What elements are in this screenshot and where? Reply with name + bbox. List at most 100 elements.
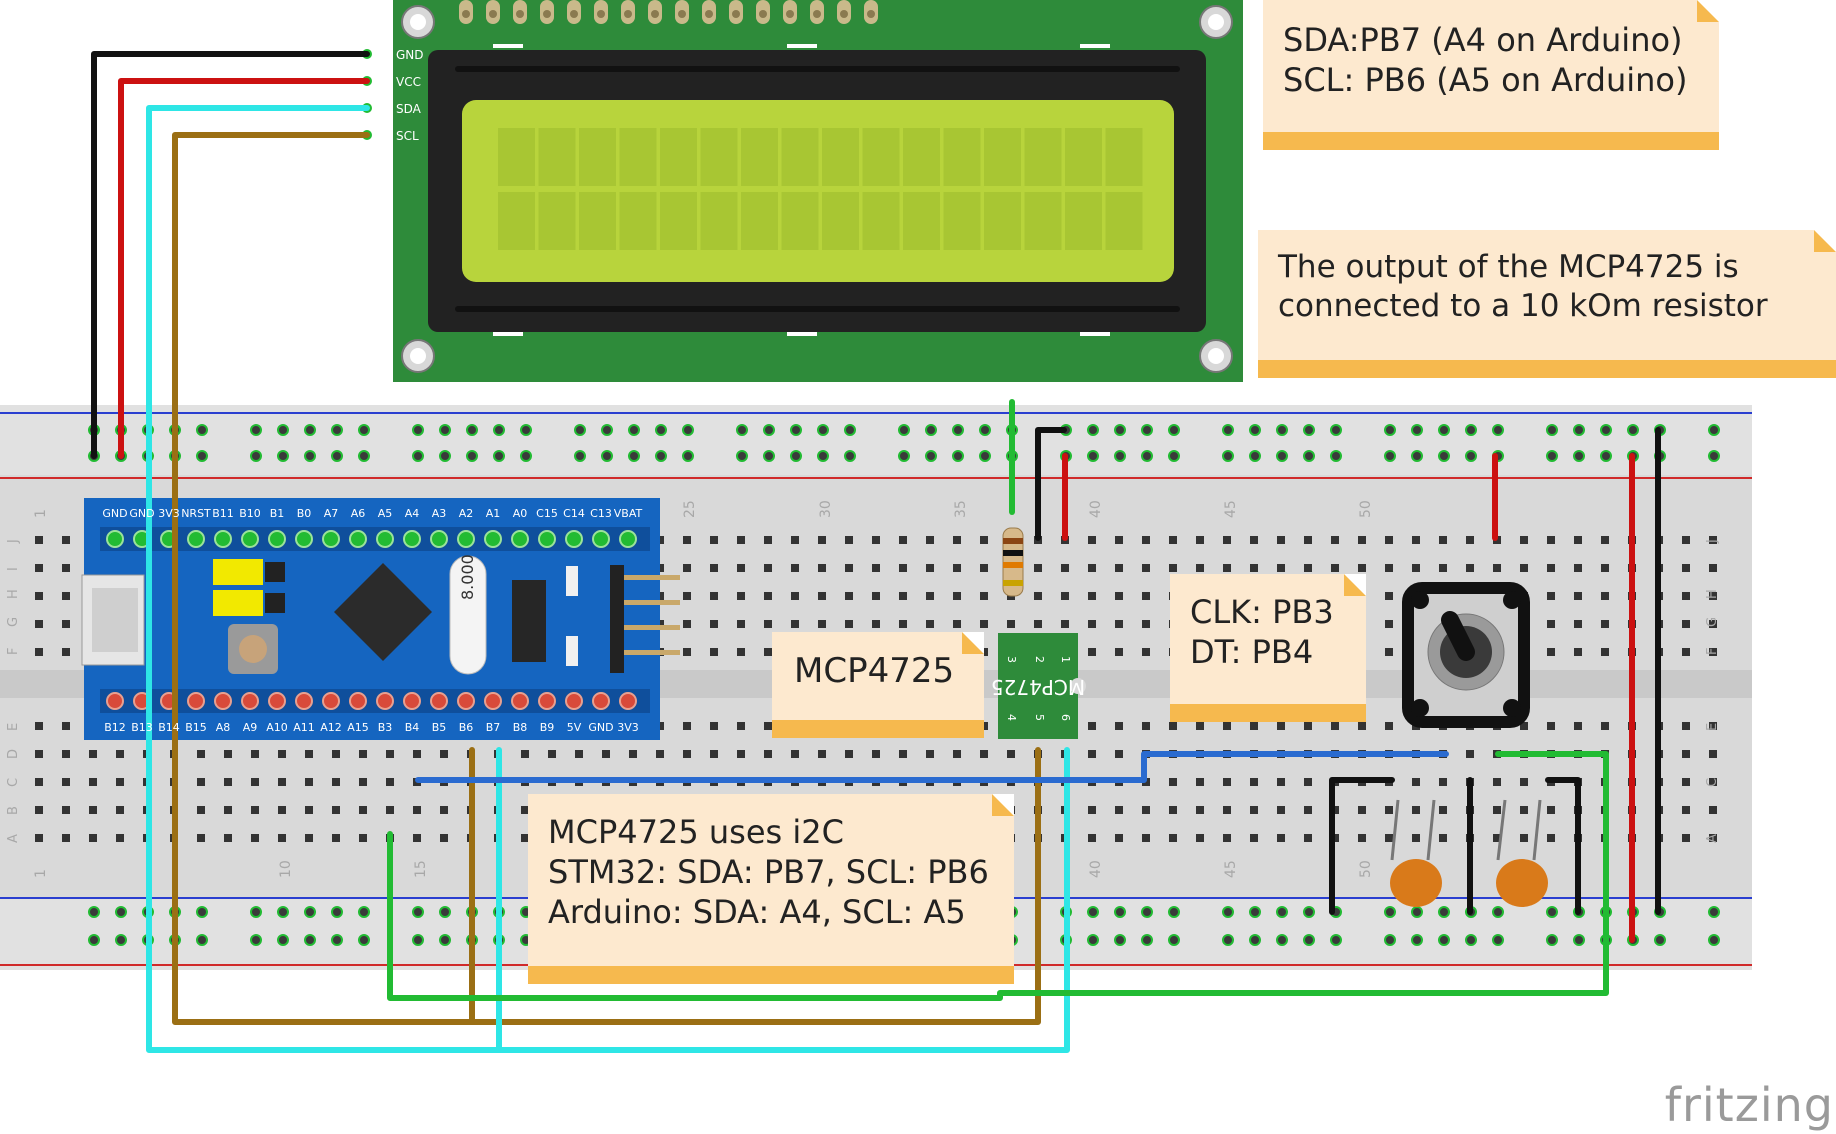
breadboard-hole — [980, 620, 988, 628]
lcd-cell — [1024, 192, 1062, 250]
breadboard-hole — [440, 750, 448, 758]
breadboard-hole — [224, 806, 232, 814]
breadboard-hole — [1574, 536, 1582, 544]
mcp4725-pin-4: 4 — [1005, 714, 1018, 721]
breadboard-hole — [872, 620, 880, 628]
breadboard-hole — [1088, 722, 1096, 730]
breadboard-hole — [197, 806, 205, 814]
breadboard-hole — [1439, 778, 1447, 786]
rail-hole — [952, 450, 964, 462]
breadboard-hole — [35, 536, 43, 544]
resistor-10k — [1002, 527, 1024, 597]
rail-hole — [1222, 934, 1234, 946]
lcd-header-pin-hole — [543, 10, 551, 18]
col-number-bottom-50: 50 — [1358, 860, 1374, 878]
stm32-top-pin-label: C13 — [590, 507, 612, 520]
breadboard-hole — [980, 564, 988, 572]
lcd-cell — [822, 192, 859, 250]
wire-encoder-clk — [387, 751, 1609, 1001]
stm32-top-pin-label: A6 — [351, 507, 366, 520]
lcd-header-pin-hole — [624, 10, 632, 18]
lcd-cell — [538, 192, 576, 250]
breadboard-hole — [359, 834, 367, 842]
breadboard-hole — [899, 564, 907, 572]
mcp4725-notch — [1070, 678, 1086, 694]
stm32-bottom-pin-label: B6 — [459, 721, 474, 734]
breadboard-hole — [1682, 592, 1690, 600]
breadboard-hole — [1142, 620, 1150, 628]
col-number-top-30: 30 — [818, 500, 834, 518]
rail-hole — [1492, 906, 1504, 918]
stm32-top-pin — [457, 530, 475, 548]
row-letter-a-right: A — [1705, 834, 1720, 843]
breadboard-hole — [224, 750, 232, 758]
breadboard-hole — [575, 750, 583, 758]
lcd-pin-label-scl: SCL — [396, 129, 419, 143]
lcd-cell — [538, 128, 576, 186]
breadboard-hole — [521, 750, 529, 758]
breadboard-hole — [1547, 620, 1555, 628]
lcd-cell — [781, 192, 819, 250]
breadboard-hole — [872, 564, 880, 572]
lcd-cell — [660, 128, 697, 186]
rail-hole — [1627, 424, 1639, 436]
rail-hole — [277, 906, 289, 918]
breadboard-hole — [1034, 564, 1042, 572]
lcd-header-pin-hole — [570, 10, 578, 18]
breadboard-hole — [710, 722, 718, 730]
rail-hole — [1168, 934, 1180, 946]
breadboard-hole — [1142, 834, 1150, 842]
rail-hole — [1492, 424, 1504, 436]
rail-hole — [1249, 906, 1261, 918]
rail-hole — [1411, 934, 1423, 946]
note-bar — [1263, 132, 1719, 150]
breadboard-hole — [1223, 778, 1231, 786]
breadboard-hole — [1520, 778, 1528, 786]
lcd-tab — [787, 44, 817, 48]
rail-hole — [304, 906, 316, 918]
breadboard-hole — [1088, 750, 1096, 758]
stm32-bottom-pin — [376, 692, 394, 710]
breadboard-hole — [1358, 536, 1366, 544]
breadboard-hole — [116, 778, 124, 786]
rail-hole — [1438, 450, 1450, 462]
breadboard-hole — [764, 648, 772, 656]
note-text: MCP4725 uses i2C STM32: SDA: PB7, SCL: P… — [548, 812, 989, 932]
note-fold — [962, 632, 984, 654]
rail-hole — [952, 424, 964, 436]
rail-hole — [304, 450, 316, 462]
capacitors — [1390, 799, 1548, 907]
wire-vcc-lcd — [118, 78, 370, 459]
breadboard-hole — [1547, 536, 1555, 544]
breadboard-hole — [926, 750, 934, 758]
breadboard-hole — [845, 564, 853, 572]
swd-header — [610, 565, 624, 673]
rail-hole — [1573, 424, 1585, 436]
breadboard-hole — [764, 620, 772, 628]
stm32-bottom-pin — [484, 692, 502, 710]
rail-hole — [277, 424, 289, 436]
rail-hole — [1465, 450, 1477, 462]
rail-hole — [817, 424, 829, 436]
note-text: CLK: PB3 DT: PB4 — [1190, 592, 1334, 672]
col-number-bottom-10: 10 — [278, 860, 294, 878]
stm32-top-pin-label: A2 — [459, 507, 474, 520]
lcd-header-pin-hole — [489, 10, 497, 18]
capacitor-leg — [1496, 799, 1507, 861]
breadboard-hole — [1331, 564, 1339, 572]
breadboard-hole — [1304, 778, 1312, 786]
breadboard-hole — [413, 750, 421, 758]
breadboard-hole — [1196, 806, 1204, 814]
jumper-header — [265, 562, 285, 582]
rail-hole — [601, 424, 613, 436]
wire-scl-lcd — [172, 132, 1041, 1025]
breadboard-hole — [791, 536, 799, 544]
breadboard-hole — [197, 834, 205, 842]
breadboard-hole — [1520, 806, 1528, 814]
rail-hole — [844, 450, 856, 462]
column-numbers: 1 25 30 35 40 45 50 1 10 15 40 45 50 — [33, 500, 1374, 878]
stm32-top-pin — [484, 530, 502, 548]
breadboard-hole — [1574, 592, 1582, 600]
breadboard-hole — [737, 620, 745, 628]
breadboard-hole — [1385, 592, 1393, 600]
